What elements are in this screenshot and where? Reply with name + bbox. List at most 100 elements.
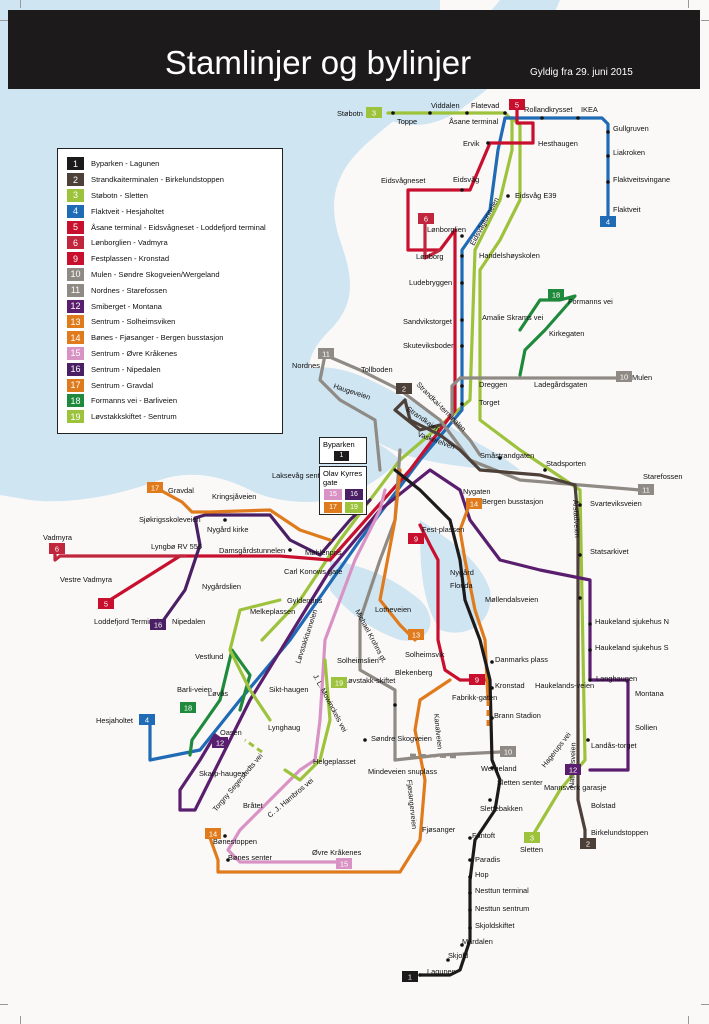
stop-dot bbox=[606, 154, 610, 158]
route-line-14 bbox=[458, 501, 490, 702]
stop-dot bbox=[468, 836, 472, 840]
stop-dot bbox=[588, 648, 592, 652]
stop-label: Skjoldskiftet bbox=[475, 921, 514, 930]
legend-text: Mulen - Søndre Skogveien/Wergeland bbox=[91, 269, 220, 279]
stop-label: Eidsvågneset bbox=[381, 176, 425, 185]
stop-dot bbox=[576, 116, 580, 120]
stop-label: Melkeplassen bbox=[250, 607, 295, 616]
legend-badge: 17 bbox=[67, 378, 84, 392]
route-badge-18: 18 bbox=[548, 289, 564, 300]
crop-mark bbox=[20, 1016, 21, 1024]
stop-label: Viddalen bbox=[431, 101, 460, 110]
legend-text: Byparken - Lagunen bbox=[91, 159, 160, 169]
route-badge-1: 1 bbox=[402, 971, 418, 982]
stop-label: Ervik bbox=[463, 139, 480, 148]
stop-dot bbox=[460, 318, 464, 322]
legend-badge: 18 bbox=[67, 394, 84, 408]
route-badge-5: 5 bbox=[98, 598, 114, 609]
legend-badge: 14 bbox=[67, 331, 84, 345]
stop-label: Sandvikstorget bbox=[403, 317, 452, 326]
stop-label: Småstrandgaten bbox=[480, 451, 534, 460]
road-label: Eidsvågtunnelen bbox=[468, 196, 501, 247]
stop-label: Mulen bbox=[632, 373, 652, 382]
stop-dot bbox=[465, 111, 469, 115]
badge-box bbox=[469, 674, 485, 685]
stop-label: Formanns vei bbox=[568, 297, 613, 306]
byparken-badge: 1 bbox=[334, 451, 349, 461]
route-badge-18: 18 bbox=[180, 702, 196, 713]
route-line-12 bbox=[178, 468, 630, 812]
stop-label: Amalie Skrams vei bbox=[482, 313, 544, 322]
stop-label: Kronstad bbox=[495, 681, 525, 690]
stop-dot bbox=[428, 111, 432, 115]
badge-number: 13 bbox=[412, 631, 420, 640]
badge-box bbox=[318, 348, 334, 359]
stop-label: Haukelands-veien bbox=[535, 681, 594, 690]
stop-label: Lønborglien bbox=[427, 225, 466, 234]
stop-label: Bolstad bbox=[591, 801, 616, 810]
badge-number: 3 bbox=[372, 109, 376, 118]
route-line-14 bbox=[208, 678, 452, 874]
badge-box bbox=[205, 828, 221, 839]
stop-dot bbox=[506, 194, 510, 198]
badge-box bbox=[580, 838, 596, 849]
route-line-17 bbox=[158, 488, 332, 542]
route-badge-4: 4 bbox=[600, 216, 616, 227]
badge-box bbox=[139, 714, 155, 725]
legend-badge: 6 bbox=[67, 236, 84, 250]
stop-dot bbox=[460, 234, 464, 238]
stop-label: Løvstakk-skiftet bbox=[344, 676, 395, 685]
stop-dot bbox=[226, 858, 230, 862]
stop-dot bbox=[460, 188, 464, 192]
road-label: Årstadveien bbox=[571, 500, 582, 538]
stop-label: Søndre Skogveien bbox=[371, 734, 432, 743]
stop-label: Nygårdslien bbox=[202, 582, 241, 591]
badge-box bbox=[638, 484, 654, 495]
stop-label: Eidsvåg bbox=[453, 175, 479, 184]
stop-label: Nordnes bbox=[292, 361, 320, 370]
route-line-3 bbox=[478, 116, 587, 842]
badge-box bbox=[396, 383, 412, 394]
badge-box bbox=[548, 289, 564, 300]
route-line-10 bbox=[393, 750, 502, 762]
stop-label: Haukeland sjukehus N bbox=[595, 617, 669, 626]
stop-label: Florida bbox=[450, 581, 473, 590]
crop-mark bbox=[701, 20, 709, 21]
legend-text: Flaktveit - Hesjaholtet bbox=[91, 206, 165, 216]
stop-dot bbox=[223, 834, 227, 838]
badge-number: 3 bbox=[530, 834, 534, 843]
stop-label: Fjøsanger bbox=[422, 825, 456, 834]
badge-box bbox=[366, 107, 382, 118]
stop-label: Starefossen bbox=[643, 472, 682, 481]
route-line-6 bbox=[423, 218, 442, 260]
stop-dot bbox=[606, 130, 610, 134]
badge-number: 9 bbox=[414, 535, 418, 544]
badge-number: 15 bbox=[340, 860, 348, 869]
badge-box bbox=[402, 971, 418, 982]
badge-number: 5 bbox=[515, 101, 519, 110]
legend-badge: 15 bbox=[67, 346, 84, 360]
stop-dot bbox=[418, 973, 422, 977]
route-badge-4: 4 bbox=[139, 714, 155, 725]
route-badge-17: 17 bbox=[147, 482, 163, 493]
stop-label: Lynghaug bbox=[268, 723, 300, 732]
page-title: Stamlinjer og bylinjer bbox=[164, 44, 472, 81]
stop-label: Fabrikk-gaten bbox=[452, 693, 497, 702]
badge-number: 4 bbox=[606, 218, 610, 227]
route-line-11 bbox=[318, 353, 382, 472]
stop-dot bbox=[490, 766, 494, 770]
olav-badge: 16 bbox=[345, 489, 363, 500]
stop-label: Bråtet bbox=[243, 801, 263, 810]
stop-dot bbox=[588, 622, 592, 626]
stop-dot bbox=[460, 344, 464, 348]
olav-badge: 17 bbox=[324, 502, 342, 513]
